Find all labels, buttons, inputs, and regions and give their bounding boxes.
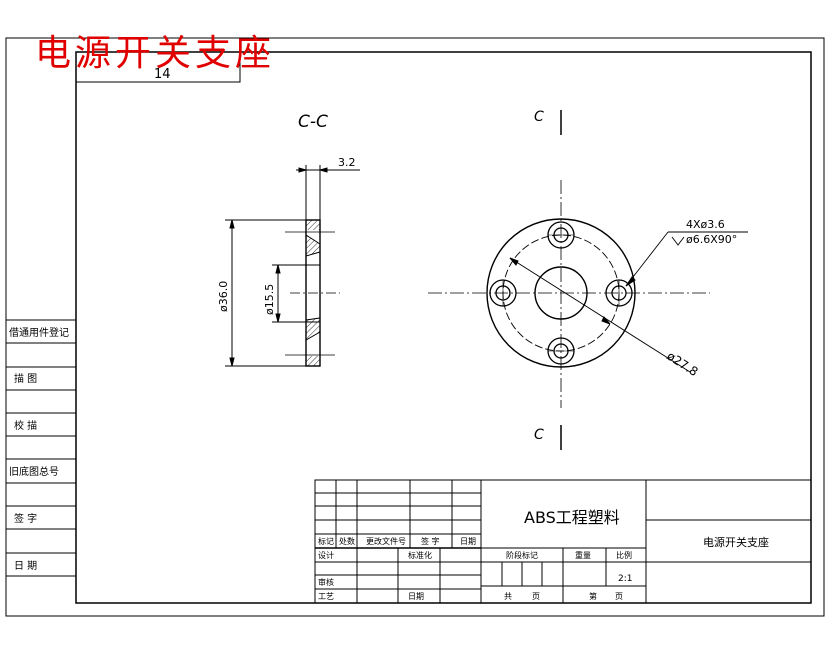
section-view (225, 165, 360, 367)
drawing-title-red: 电源开关支座 (35, 33, 276, 74)
title-block (314, 479, 812, 604)
dim-holes: 4Xø3.6 (686, 218, 725, 231)
section-label: C-C (298, 112, 328, 132)
dim-countersink: ø6.6X90° (686, 233, 737, 246)
part-number: 14 (154, 67, 171, 82)
part-number-box (75, 51, 241, 83)
side-label-1: 借通用件登记 (9, 326, 69, 339)
label-total-unit: 页 (532, 592, 540, 601)
scale-value: 2:1 (618, 574, 632, 584)
side-column (6, 319, 76, 577)
cut-label-top: C (534, 109, 544, 125)
side-label-2: 描 图 (14, 372, 37, 385)
label-stage-mark: 阶段标记 (506, 550, 538, 560)
material-name: ABS工程塑料 (524, 508, 620, 527)
rev-header-sign: 签 字 (421, 536, 440, 546)
side-label-5: 签 字 (14, 512, 37, 525)
rev-header-count: 处数 (339, 536, 355, 546)
label-weight: 重量 (575, 550, 591, 560)
outer-border (5, 37, 825, 617)
side-label-3: 校 描 (14, 419, 37, 432)
label-review: 审核 (318, 577, 334, 587)
rev-header-docno: 更改文件号 (366, 536, 406, 546)
cut-label-bottom: C (534, 427, 544, 443)
side-label-6: 日 期 (14, 560, 37, 572)
label-design: 设计 (318, 550, 334, 560)
label-sheet: 第 (589, 591, 597, 601)
rev-header-mark: 标记 (318, 536, 334, 546)
dim-bolt-circle: ø27.8 (664, 349, 700, 379)
label-scale: 比例 (616, 550, 632, 560)
label-standardization: 标准化 (408, 550, 432, 560)
rev-header-date: 日期 (460, 537, 476, 546)
front-view (428, 110, 748, 450)
side-label-4: 旧底图总号 (9, 465, 59, 478)
dim-thickness: 3.2 (338, 156, 356, 169)
label-sheet-unit: 页 (615, 592, 623, 601)
part-name: 电源开关支座 (703, 535, 769, 549)
label-date: 日期 (408, 592, 424, 601)
dim-outer-dia: ø36.0 (217, 281, 230, 312)
label-process: 工艺 (318, 592, 334, 601)
dim-inner-dia: ø15.5 (263, 284, 276, 315)
label-total: 共 (504, 592, 512, 601)
